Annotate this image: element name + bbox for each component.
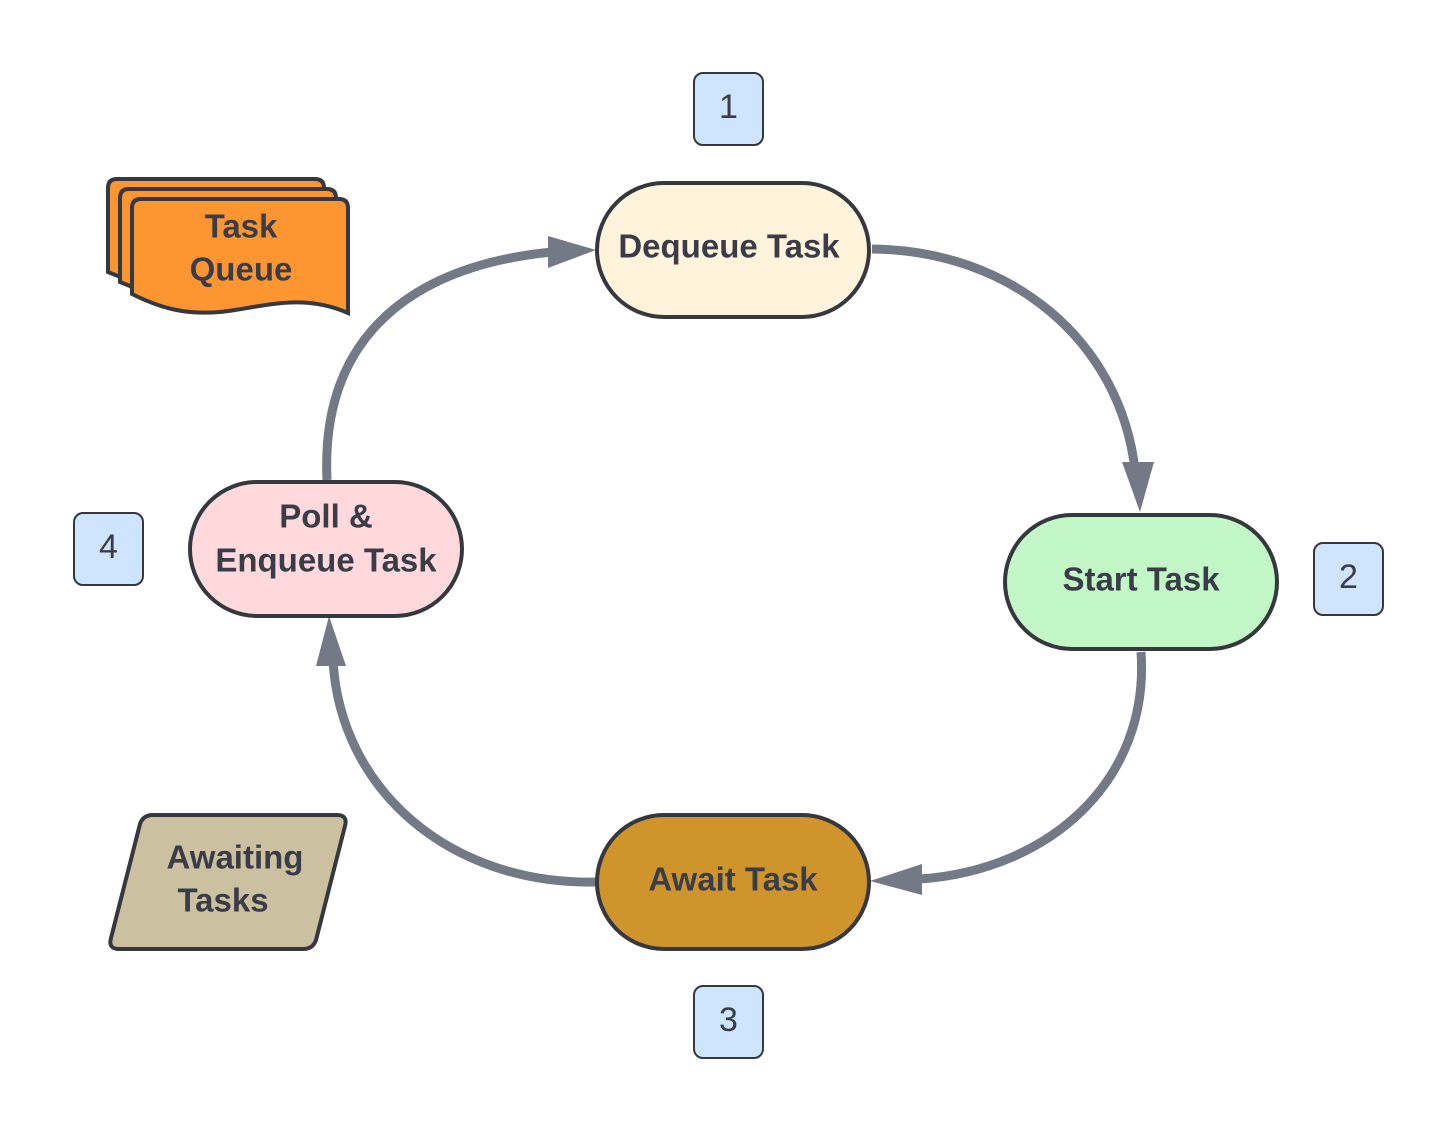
awaiting-tasks-label-line1: Awaiting: [167, 839, 304, 876]
poll-enqueue-task-node: Poll & Enqueue Task: [188, 480, 464, 618]
start-task-label: Start Task: [1062, 561, 1220, 598]
parallelogram-data-icon: Awaiting Tasks: [108, 813, 348, 951]
poll-enqueue-task-shape: [188, 480, 464, 618]
connectors: [316, 236, 1154, 895]
arrowhead-into-await: [870, 864, 922, 895]
step-badge-1: 1: [693, 72, 764, 146]
step-badge-2-label: 2: [1339, 558, 1358, 596]
dequeue-task-node: Dequeue Task: [595, 181, 871, 319]
await-task-node: Await Task: [595, 813, 871, 951]
poll-enqueue-label-line1: Poll &: [279, 498, 373, 535]
arrowhead-into-dequeue: [548, 236, 596, 268]
poll-enqueue-label-line2: Enqueue Task: [215, 542, 437, 579]
task-queue-label-line2: Queue: [190, 251, 293, 288]
arrowhead-into-start: [1122, 462, 1154, 512]
arrow-dequeue-to-start: [871, 244, 1140, 471]
step-badge-4-label: 4: [99, 528, 118, 566]
task-queue-label-line1: Task: [205, 208, 278, 245]
await-task-label: Await Task: [648, 861, 818, 898]
awaiting-tasks-shape: [108, 813, 348, 951]
step-badge-3-box: [693, 985, 764, 1059]
step-badge-1-label: 1: [719, 88, 738, 126]
stacked-documents-icon: Task Queue: [106, 177, 350, 317]
arrow-start-to-await: [919, 651, 1147, 884]
start-task-node: Start Task: [1003, 513, 1279, 651]
await-task-shape: [595, 813, 871, 951]
step-badge-1-box: [693, 72, 764, 146]
arrowhead-into-poll: [316, 616, 346, 666]
dequeue-task-shape: [595, 181, 871, 319]
arrow-poll-to-dequeue: [322, 247, 553, 481]
step-badge-3-label: 3: [719, 1001, 738, 1039]
awaiting-tasks-label-line2: Tasks: [177, 882, 268, 919]
step-badge-4: 4: [73, 512, 144, 586]
step-badge-4-box: [73, 512, 144, 586]
step-badge-2: 2: [1313, 542, 1384, 616]
task-queue-sheet-front: [130, 197, 350, 317]
step-badge-2-box: [1313, 542, 1384, 616]
start-task-shape: [1003, 513, 1279, 651]
dequeue-task-label: Dequeue Task: [618, 228, 840, 265]
step-badge-3: 3: [693, 985, 764, 1059]
arrow-await-to-poll: [328, 659, 597, 887]
